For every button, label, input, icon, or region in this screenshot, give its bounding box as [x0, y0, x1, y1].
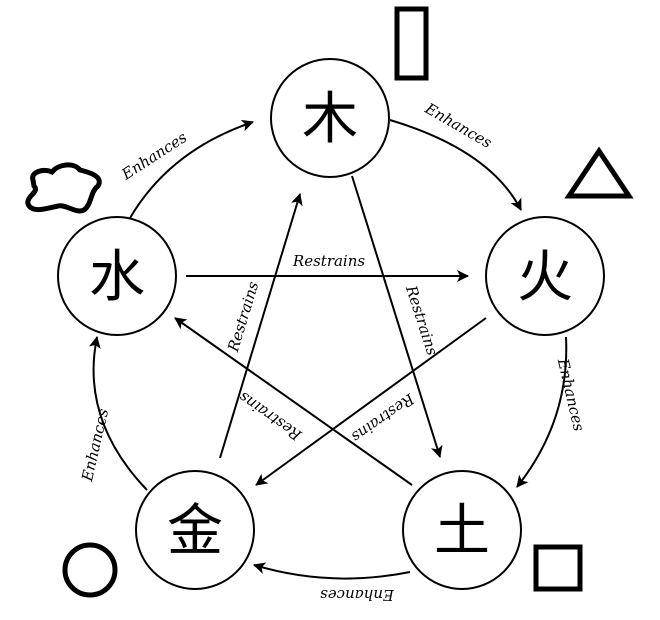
restrains-arrow-metal-wood — [219, 193, 303, 459]
enhances-arrow-water-wood — [129, 119, 254, 219]
enhances-arrow-fire-earth — [516, 336, 568, 488]
enhances-label-earth-metal: Enhances — [320, 586, 395, 604]
enhances-arrow-metal-water — [88, 336, 148, 491]
enhances-arrow-earth-metal — [253, 562, 411, 580]
node-earth-circle — [402, 470, 522, 590]
node-metal-glyph: 金 — [167, 499, 223, 564]
node-earth: 土 — [402, 470, 522, 590]
node-water-glyph: 水 — [89, 245, 145, 310]
enhances-arrow-wood-fire — [389, 119, 522, 211]
restrains-label-fire-metal: Restrains — [348, 389, 419, 446]
blob-icon — [25, 162, 102, 214]
node-water: 水 — [57, 216, 177, 336]
restrains-label-wood-earth: Restrains — [402, 282, 442, 357]
node-earth-glyph: 土 — [434, 499, 490, 564]
node-wood: 木 — [270, 58, 390, 178]
circle-icon — [62, 542, 118, 598]
restrains-arrow-wood-earth — [351, 175, 443, 458]
node-fire-glyph: 火 — [517, 245, 573, 310]
node-wood-circle — [270, 58, 390, 178]
restrains-arrow-fire-metal — [255, 317, 487, 486]
enhances-arrows — [88, 119, 568, 580]
restrains-label-water-fire: Restrains — [292, 252, 365, 270]
restrains-label-earth-water: Restrains — [235, 388, 306, 445]
node-water-circle — [57, 216, 177, 336]
node-fire: 火 — [485, 216, 605, 336]
restrains-arrow-earth-water — [174, 317, 413, 486]
vertical-rectangle-icon — [394, 6, 429, 81]
triangle-icon — [564, 146, 634, 199]
node-wood-glyph: 木 — [302, 87, 358, 152]
restrains-label-metal-wood: Restrains — [224, 279, 263, 355]
restrains-labels: Restrains Restrains Restrains Restrains … — [224, 252, 442, 446]
enhances-label-wood-fire: Enhances — [421, 99, 495, 152]
enhances-label-fire-earth: Enhances — [554, 356, 588, 433]
enhances-label-metal-water: Enhances — [78, 407, 112, 484]
enhances-label-water-wood: Enhances — [118, 128, 191, 184]
node-fire-circle — [485, 216, 605, 336]
restrains-arrows — [174, 175, 487, 486]
node-metal-circle — [135, 470, 255, 590]
node-metal: 金 — [135, 470, 255, 590]
square-icon — [533, 544, 583, 592]
